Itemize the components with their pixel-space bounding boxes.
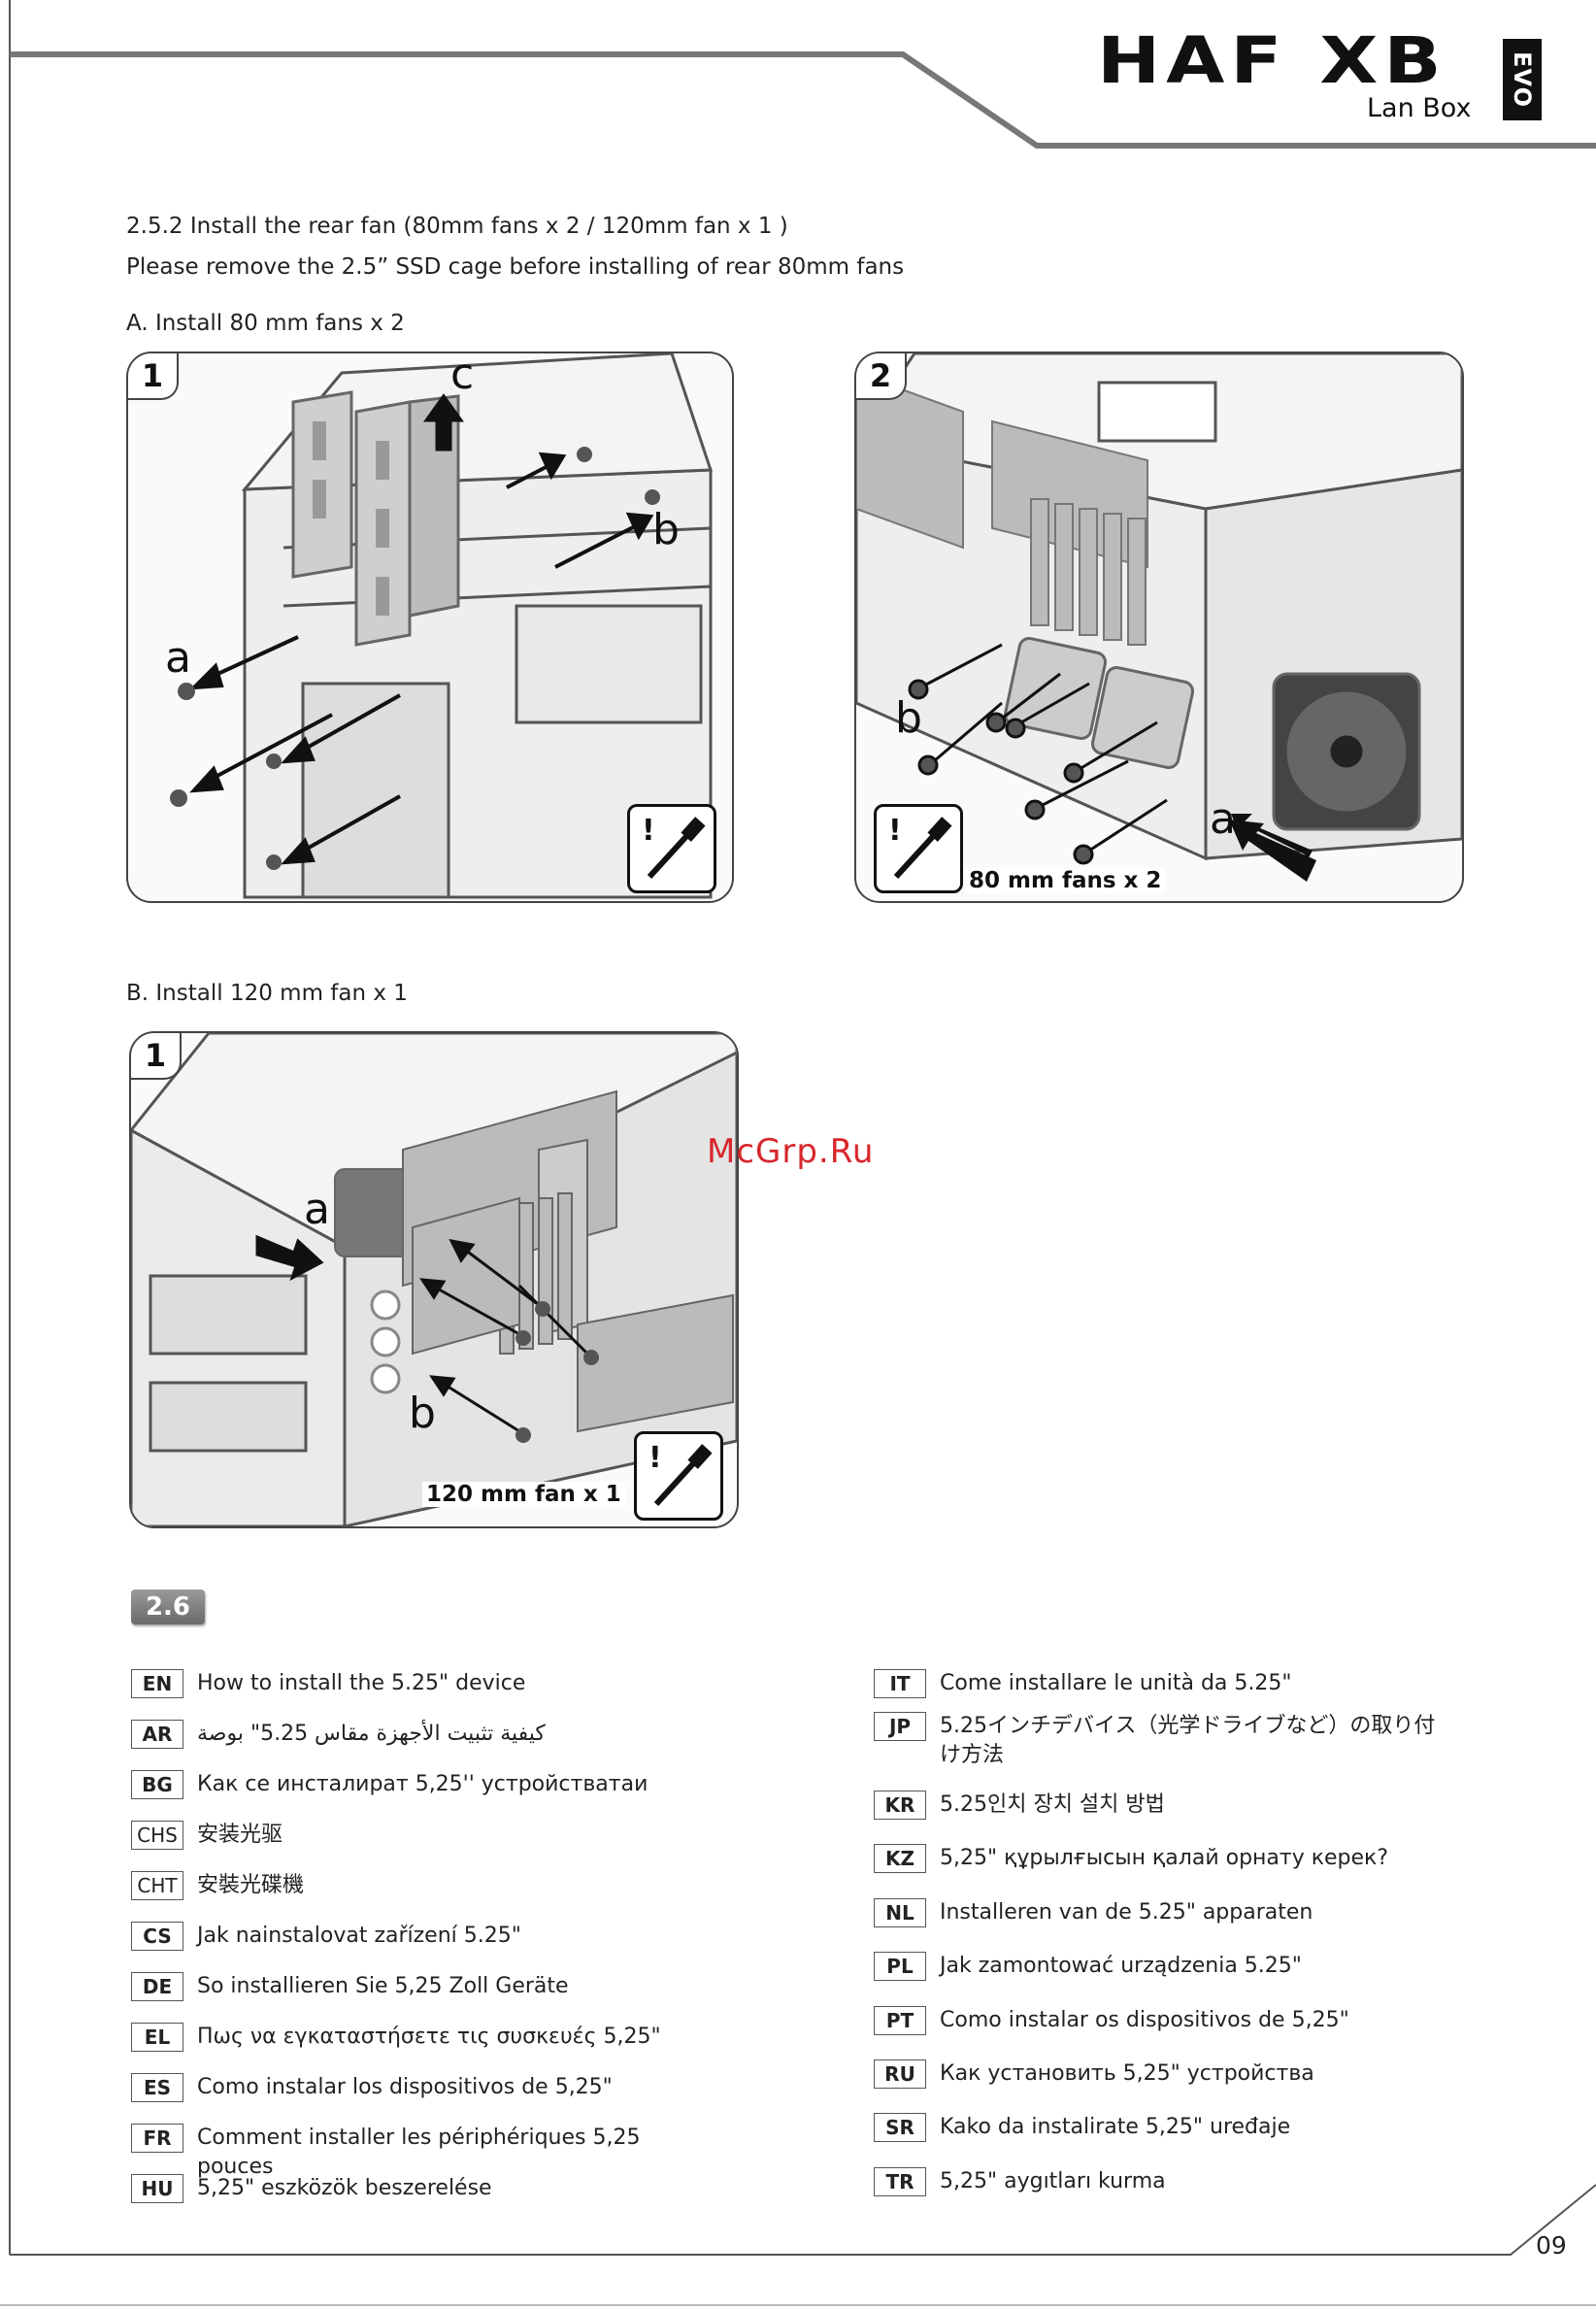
screwdriver-icon: ! — [874, 804, 963, 893]
section-note: Please remove the 2.5” SSD cage before i… — [126, 254, 905, 280]
lang-code: ES — [131, 2073, 183, 2102]
lang-row-chs: CHS 安装光驱 — [131, 1821, 712, 1850]
label-b: b — [895, 693, 922, 743]
label-a: a — [165, 633, 191, 683]
lang-row-cht: CHT 安裝光碟機 — [131, 1871, 712, 1900]
lang-row-it: IT Come installare le unità da 5.25" — [874, 1669, 1454, 1698]
figure-caption: 80 mm fans x 2 — [965, 868, 1166, 893]
lang-code: JP — [874, 1712, 926, 1741]
lang-row-pt: PT Como instalar os dispositivos de 5,25… — [874, 2006, 1454, 2035]
lang-code: PT — [874, 2006, 926, 2035]
section-badge: 2.6 — [131, 1590, 205, 1624]
lang-text: Как установить 5,25" устройства — [940, 2061, 1314, 2086]
lang-code: BG — [131, 1770, 183, 1799]
label-b: b — [652, 505, 680, 554]
figure-b1: 1 a b ! 120 mm fan x 1 — [129, 1031, 739, 1528]
lang-code: FR — [131, 2124, 183, 2153]
lang-text: Comment installer les périphériques 5,25… — [197, 2126, 641, 2179]
lang-code: PL — [874, 1952, 926, 1981]
part-b-heading: B. Install 120 mm fan x 1 — [126, 981, 408, 1006]
figure-a1: 1 a b c ! — [126, 352, 734, 903]
lang-code: TR — [874, 2167, 926, 2196]
lang-code: DE — [131, 1972, 183, 2001]
lang-text: Jak zamontować urządzenia 5.25" — [940, 1954, 1302, 1978]
lang-text: 5.25인치 장치 설치 방법 — [940, 1792, 1165, 1817]
watermark: McGrp.Ru — [707, 1132, 875, 1171]
lang-code: IT — [874, 1669, 926, 1698]
logo-evo-badge: EVO — [1503, 39, 1542, 120]
lang-text: Installeren van de 5.25" apparaten — [940, 1900, 1313, 1925]
lang-row-kz: KZ 5,25" құрылғысын қалай орнату керек? — [874, 1844, 1454, 1873]
lang-code: EL — [131, 2023, 183, 2052]
lang-row-tr: TR 5,25" aygıtları kurma — [874, 2167, 1454, 2196]
step-number: 2 — [856, 353, 907, 400]
lang-code: KZ — [874, 1844, 926, 1873]
lang-code: RU — [874, 2059, 926, 2089]
svg-text:!: ! — [648, 1441, 662, 1475]
lang-code: HU — [131, 2174, 183, 2203]
lang-text: 5,25" aygıtları kurma — [940, 2169, 1166, 2193]
lang-row-el: EL Πως να εγκαταστήσετε τις συσκευές 5,2… — [131, 2023, 712, 2052]
lang-code: EN — [131, 1669, 183, 1698]
section-title: 2.5.2 Install the rear fan (80mm fans x … — [126, 214, 788, 239]
label-b: b — [409, 1389, 436, 1438]
lang-row-fr: FR Comment installer les périphériques 5… — [131, 2124, 712, 2182]
label-c: c — [450, 352, 475, 399]
lang-text: So installieren Sie 5,25 Zoll Geräte — [197, 1974, 569, 1998]
lang-text: Como instalar los dispositivos de 5,25" — [197, 2075, 613, 2099]
lang-text: 5.25インチデバイス（光学ドライブなど）の取り付け方法 — [940, 1714, 1436, 1767]
page-number: 09 — [1536, 2231, 1567, 2260]
lang-text: 5,25" eszközök beszerelése — [197, 2176, 492, 2200]
case-illustration-a1 — [170, 353, 714, 899]
lang-code: KR — [874, 1791, 926, 1820]
lang-text: Jak nainstalovat zařízení 5.25" — [197, 1924, 521, 1948]
lang-text: Kako da instalirate 5,25" uređaje — [940, 2115, 1291, 2139]
lang-text: 5,25" құрылғысын қалай орнату керек? — [940, 1846, 1389, 1870]
lang-row-kr: KR 5.25인치 장치 설치 방법 — [874, 1791, 1454, 1820]
lang-text: How to install the 5.25" device — [197, 1671, 526, 1695]
lang-row-de: DE So installieren Sie 5,25 Zoll Geräte — [131, 1972, 712, 2001]
lang-text: كيفية تثبيت الأجهزة مقاس 5.25" بوصة — [197, 1722, 546, 1746]
svg-text:!: ! — [642, 814, 655, 848]
lang-row-bg: BG Как се инсталират 5,25'' устройствата… — [131, 1770, 712, 1799]
logo-haf-xb: HAF XB — [1097, 23, 1447, 98]
lang-row-sr: SR Kako da instalirate 5,25" uređaje — [874, 2113, 1454, 2142]
case-illustration-b1 — [131, 1033, 737, 1526]
screwdriver-icon: ! — [634, 1431, 723, 1521]
lang-text: Come installare le unità da 5.25" — [940, 1671, 1292, 1695]
lang-code: CS — [131, 1922, 183, 1951]
step-number: 1 — [128, 353, 179, 400]
lang-code: CHT — [131, 1871, 183, 1900]
label-a: a — [1210, 794, 1236, 844]
lang-row-es: ES Como instalar los dispositivos de 5,2… — [131, 2073, 712, 2102]
lang-row-nl: NL Installeren van de 5.25" apparaten — [874, 1898, 1454, 1927]
lang-row-jp: JP 5.25インチデバイス（光学ドライブなど）の取り付け方法 — [874, 1712, 1445, 1770]
lang-row-pl: PL Jak zamontować urządzenia 5.25" — [874, 1952, 1454, 1981]
lang-code: AR — [131, 1720, 183, 1749]
part-a-heading: A. Install 80 mm fans x 2 — [126, 311, 405, 336]
lang-row-ru: RU Как установить 5,25" устройства — [874, 2059, 1454, 2089]
step-number: 1 — [131, 1033, 182, 1080]
lang-text: Как се инсталират 5,25'' устройстватаи — [197, 1772, 648, 1796]
lang-code: NL — [874, 1898, 926, 1927]
lang-row-en: EN How to install the 5.25" device — [131, 1669, 712, 1698]
lang-text: Como instalar os dispositivos de 5,25" — [940, 2008, 1349, 2032]
figure-a2: 2 b a ! 80 mm fans x 2 — [854, 352, 1464, 903]
lang-text: 安装光驱 — [197, 1823, 283, 1847]
screwdriver-icon: ! — [627, 804, 716, 893]
case-illustration-a2 — [856, 353, 1462, 882]
lang-row-hu: HU 5,25" eszközök beszerelése — [131, 2174, 712, 2203]
lang-row-cs: CS Jak nainstalovat zařízení 5.25" — [131, 1922, 712, 1951]
lang-text: Πως να εγκαταστήσετε τις συσκευές 5,25" — [197, 2025, 661, 2049]
lang-row-ar: AR كيفية تثبيت الأجهزة مقاس 5.25" بوصة — [131, 1720, 546, 1749]
label-a: a — [304, 1185, 330, 1234]
lang-code: SR — [874, 2113, 926, 2142]
svg-text:!: ! — [888, 814, 902, 848]
figure-caption: 120 mm fan x 1 — [422, 1482, 625, 1507]
logo-lan-box: Lan Box — [1367, 93, 1472, 123]
lang-text: 安裝光碟機 — [197, 1873, 305, 1897]
lang-code: CHS — [131, 1821, 183, 1850]
